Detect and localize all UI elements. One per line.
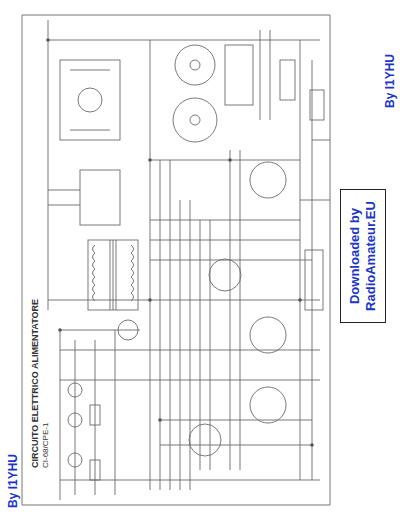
model-label: CI-68/CPE-1 xyxy=(41,421,50,470)
schematic-title: CIRCUITO ELETTRICO ALIMENTATORE xyxy=(30,297,40,470)
credit-text: Downloaded by RadioAmateur.EU xyxy=(347,196,379,316)
credit-box: Downloaded by RadioAmateur.EU xyxy=(340,189,386,323)
author-credit: By I1YHU xyxy=(383,52,397,110)
author-credit: By I1YHU xyxy=(6,452,20,510)
